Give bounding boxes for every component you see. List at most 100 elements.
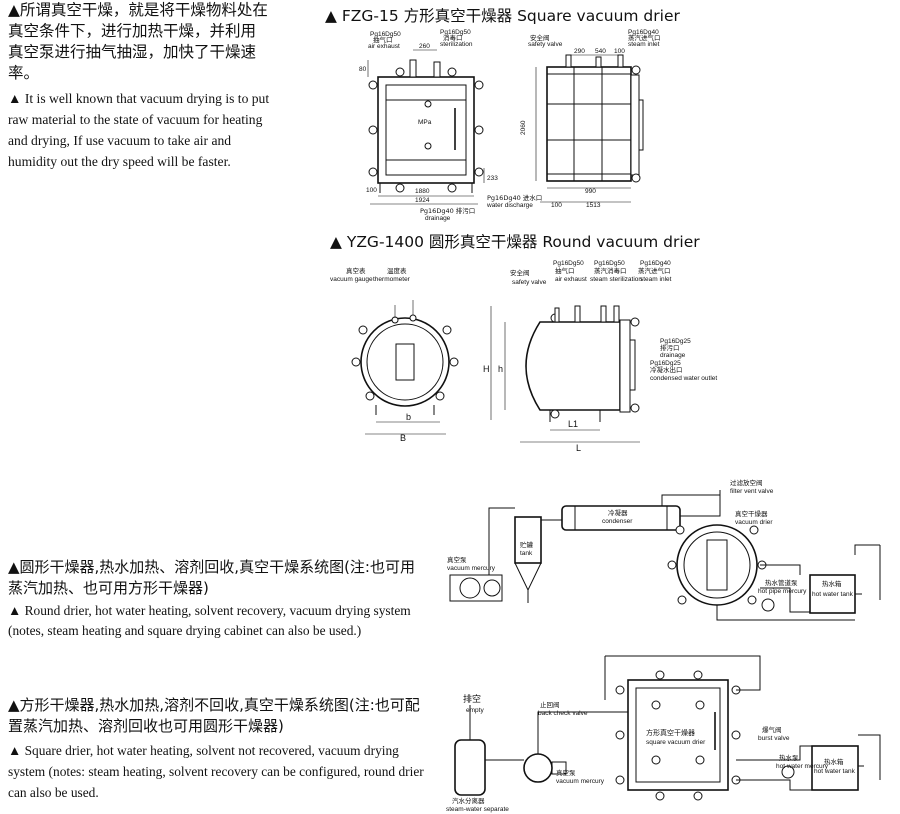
yzg-label-vacuum-gauge: vacuum gauge	[330, 276, 373, 283]
yzg-label-safety-valve: safety valve	[512, 279, 547, 286]
fzg-dim-100c: 100	[551, 202, 562, 209]
sys2-label-burst-cn: 爆气阀	[762, 725, 782, 734]
sys2-label-hot-water-tank: hot water tank	[814, 768, 856, 775]
yzg-label-safety-cn: 安全阀	[510, 268, 530, 277]
yzg-label-steam-cn: 蒸汽进气口	[638, 266, 671, 275]
fzg-label-water-pg: Pg16Dg40 进水口	[487, 193, 542, 202]
sys1-label-pump-cn: 真空泵	[447, 555, 467, 564]
fzg-label-steam-cn: 蒸汽进气口	[628, 33, 661, 42]
yzg-label-temp-cn: 温度表	[387, 266, 407, 275]
intro-text-cn: ▲所谓真空干燥，就是将干燥物料处在真空条件下，进行加热干燥，并利用真空泵进行抽气…	[8, 1, 268, 82]
fzg-dim-1880: 1880	[415, 188, 430, 195]
yzg-dim-L: L	[576, 443, 581, 453]
sys1-label-tank-cn: 贮罐	[520, 540, 534, 549]
sys1-label-vacuum-mercury: vacuum mercury	[447, 565, 496, 572]
fzg-dim-1513: 1513	[586, 202, 601, 209]
yzg-label-ster-cn: 蒸汽消毒口	[594, 266, 627, 275]
system1-text-cn: ▲圆形干燥器,热水加热、溶剂回收,真空干燥系统图(注:也可用蒸汽加热、也可用方形…	[8, 558, 415, 597]
fzg-dim-290: 290	[574, 48, 585, 55]
yzg-label-drain-pg: Pg16Dg25	[660, 338, 691, 345]
fzg-label-pg50: Pg16Dg50	[370, 31, 401, 38]
sys1-label-filter-vent-valve: filter vent valve	[730, 488, 774, 495]
sys2-label-separate-cn: 汽水分离器	[452, 796, 485, 805]
yzg-label-thermometer: thermometer	[373, 276, 411, 283]
fzg-side-view: 安全阀 safety valve 290 540 100 Pg16Dg40 蒸汽…	[486, 29, 661, 209]
sys1-label-hot-pipe-mercury: hot pipe mercury	[758, 588, 807, 595]
fzg-title: ▲ FZG-15 方形真空干燥器 Square vacuum drier	[325, 7, 680, 25]
sys1-label-condenser-cn: 冷凝器	[608, 508, 628, 517]
sys1-label-filter-cn: 过滤放空阀	[730, 478, 763, 487]
fzg-dim-990: 990	[585, 188, 596, 195]
fzg-label-sterilization-cn: 消毒口	[443, 33, 463, 42]
system1-text-en: ▲ Round drier, hot water heating, solven…	[8, 603, 411, 638]
fzg-label-drainage: drainage	[425, 215, 451, 222]
fzg-label-safety-cn: 安全阀	[530, 33, 550, 42]
yzg-side-view: 安全阀 safety valve Pg16Dg50 抽气口 air exhaus…	[483, 260, 717, 453]
sys2-label-pump-cn: 真空泵	[556, 768, 576, 777]
fzg-label-pg40: Pg16Dg40 排污口	[420, 206, 475, 215]
fzg-label-air-exhaust-cn: 抽气口	[373, 35, 393, 44]
yzg-label-ster-pg: Pg16Dg50	[594, 260, 625, 267]
sys2-label-hot-water-mercury: hot water mercury	[776, 763, 829, 770]
sys2-label-check-cn: 止回阀	[540, 700, 560, 709]
fzg-label-pg50b: Pg16Dg50	[440, 29, 471, 36]
yzg-label-steam-pg: Pg16Dg40	[640, 260, 671, 267]
yzg-label-cond-pg: Pg16Dg25	[650, 360, 681, 367]
sys2-label-empty: empty	[466, 707, 484, 714]
yzg-label-air-pg: Pg16Dg50	[553, 260, 584, 267]
fzg-label-steam-inlet: steam inlet	[628, 41, 660, 48]
fzg-label-mpa: MPa	[418, 119, 432, 126]
sys1-label-hotpipe-cn: 热水管道泵	[765, 578, 798, 587]
sys2-label-burst-valve: burst valve	[758, 735, 790, 742]
fzg-dim-233: 233	[487, 175, 498, 182]
sys2-label-square-vacuum-drier: square vacuum drier	[646, 739, 706, 746]
sys1-label-hot-water-tank: hot water tank	[812, 591, 854, 598]
fzg-dim-540: 540	[595, 48, 606, 55]
fzg-dim-2060: 2060	[520, 120, 527, 135]
yzg-label-cond-cn: 冷凝水出口	[650, 365, 683, 374]
yzg-dim-b: b	[406, 412, 411, 422]
sys2-label-empty-cn: 排空	[463, 693, 481, 705]
sys2-label-steam-water-separate: steam-water separate	[446, 806, 509, 813]
system1-diagram: 过滤放空阀 filter vent valve 冷凝器 condenser 真空…	[447, 478, 881, 621]
system2-text-cn: ▲方形干燥器,热水加热,溶剂不回收,真空干燥系统图(注:也可配置蒸汽加热、溶剂回…	[8, 696, 420, 735]
yzg-dim-h: h	[498, 364, 503, 374]
fzg-front-view: Pg16Dg50 抽气口 air exhaust Pg16Dg50 消毒口 st…	[359, 29, 498, 222]
yzg-label-condensed-water-outlet: condensed water outlet	[650, 375, 717, 382]
sys2-label-vacuum-mercury: vacuum mercury	[556, 778, 605, 785]
sys2-label-hotwater-cn: 热水泵	[779, 753, 799, 762]
yzg-title: ▲ YZG-1400 圆形真空干燥器 Round vacuum drier	[330, 233, 700, 251]
fzg-dim-260: 260	[419, 43, 430, 50]
fzg-label-steam-pg: Pg16Dg40	[628, 29, 659, 36]
sys2-label-back-check-valve: back check valve	[538, 710, 588, 717]
yzg-label-air-cn: 抽气口	[555, 266, 575, 275]
fzg-dim-80: 80	[359, 66, 367, 73]
yzg-label-drainage: drainage	[660, 352, 686, 359]
fzg-dim-1924: 1924	[415, 197, 430, 204]
sys1-label-dryer-cn: 真空干燥器	[735, 509, 768, 518]
yzg-dim-B: B	[400, 433, 406, 443]
yzg-label-vac-cn: 真空表	[346, 266, 366, 275]
yzg-label-air-exhaust: air exhaust	[555, 276, 587, 283]
system2-diagram: 排空 empty 止回阀 back check valve 方形真空干燥器 sq…	[446, 655, 881, 813]
intro-text-en: ▲ It is well known that vacuum drying is…	[8, 91, 270, 169]
fzg-dim-100: 100	[366, 187, 377, 194]
fzg-dim-100b: 100	[614, 48, 625, 55]
fzg-label-water-discharge: water discharge	[486, 202, 533, 209]
yzg-label-drain-cn: 排污口	[660, 343, 680, 352]
fzg-label-sterilization: sterilization	[440, 41, 473, 48]
sys1-label-hotwater-cn: 热水箱	[822, 579, 842, 588]
sys2-label-tank-cn: 热水箱	[824, 757, 844, 766]
system2-text-en: ▲ Square drier, hot water heating, solve…	[8, 743, 424, 800]
sys1-label-tank: tank	[520, 550, 533, 557]
yzg-dim-L1: L1	[568, 419, 578, 429]
sys1-label-vacuum-drier: vacuum drier	[735, 519, 773, 526]
fzg-label-air-exhaust: air exhaust	[368, 43, 400, 50]
fzg-label-safety-valve: safety valve	[528, 41, 563, 48]
yzg-label-steam-sterilization: steam sterilization	[590, 276, 642, 283]
sys2-label-drier-cn: 方形真空干燥器	[646, 728, 695, 737]
yzg-dim-H: H	[483, 364, 490, 374]
yzg-front-view: 真空表 温度表 vacuum gauge thermometer b B	[330, 266, 459, 443]
sys1-label-condenser: condenser	[602, 518, 633, 525]
